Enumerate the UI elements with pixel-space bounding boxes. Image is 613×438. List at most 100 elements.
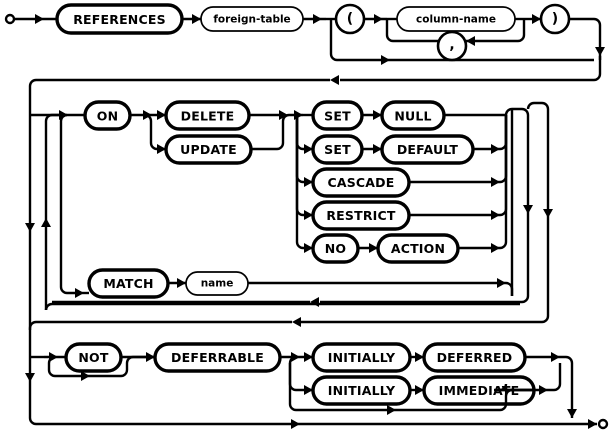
node-label: UPDATE bbox=[180, 142, 237, 157]
end-marker-icon bbox=[597, 418, 609, 430]
arrow-icon bbox=[330, 75, 339, 85]
node-label: DEFAULT bbox=[397, 142, 459, 157]
rail-row2-to-row3-left bbox=[28, 320, 292, 336]
node-label: name bbox=[201, 278, 234, 290]
node-label: column-name bbox=[416, 14, 496, 26]
node-not[interactable]: NOT bbox=[64, 342, 123, 373]
arrow-icon bbox=[491, 177, 500, 187]
arrow-icon bbox=[291, 419, 300, 429]
node-no[interactable]: NO bbox=[311, 233, 360, 264]
node-cascade[interactable]: CASCADE bbox=[311, 167, 411, 198]
node-foreign-table[interactable]: foreign-table bbox=[200, 6, 304, 32]
node-label: DEFERRED bbox=[437, 350, 513, 365]
node-deferrable[interactable]: DEFERRABLE bbox=[153, 342, 282, 373]
node-default[interactable]: DEFAULT bbox=[380, 134, 475, 165]
arrow-icon bbox=[310, 297, 319, 307]
node-action[interactable]: ACTION bbox=[376, 233, 460, 264]
node-references[interactable]: REFERENCES bbox=[55, 3, 184, 35]
rail-row1-right-down bbox=[569, 17, 602, 60]
node-restrict[interactable]: RESTRICT bbox=[311, 200, 411, 231]
rail-action-out bbox=[458, 115, 508, 250]
node-comma[interactable]: , bbox=[436, 30, 468, 62]
arrow-icon bbox=[294, 110, 303, 120]
rail-initially2-in bbox=[288, 355, 313, 392]
node-delete[interactable]: DELETE bbox=[164, 100, 251, 131]
rail-deferrable-right-down bbox=[565, 355, 574, 418]
node-label: REFERENCES bbox=[73, 12, 166, 27]
node-column-name[interactable]: column-name bbox=[396, 6, 516, 32]
arrow-icon bbox=[532, 14, 541, 24]
rail-on-clause-out-right bbox=[504, 107, 530, 296]
node-name[interactable]: name bbox=[185, 271, 249, 296]
arrow-icon bbox=[25, 373, 35, 382]
arrow-icon bbox=[491, 144, 500, 154]
node-label: , bbox=[449, 37, 454, 53]
node-match[interactable]: MATCH bbox=[87, 268, 170, 299]
arrow-icon bbox=[491, 243, 500, 253]
arrow-icon bbox=[567, 409, 577, 418]
rail-update-out bbox=[251, 113, 303, 151]
node-update[interactable]: UPDATE bbox=[164, 134, 253, 165]
node-label: ACTION bbox=[391, 241, 445, 256]
arrow-icon bbox=[25, 223, 35, 232]
node-right-paren[interactable]: ) bbox=[539, 3, 571, 35]
rail-immediate-merge bbox=[499, 383, 534, 392]
node-label: foreign-table bbox=[213, 14, 290, 26]
arrow-icon bbox=[374, 14, 383, 24]
rail-action-in-4 bbox=[295, 115, 313, 217]
node-label: SET bbox=[324, 109, 351, 124]
row-deferrable: NOT DEFERRABLE INITIALLY bbox=[25, 336, 609, 430]
node-label: RESTRICT bbox=[326, 208, 396, 223]
rail-constraint-right-cap bbox=[526, 101, 550, 110]
node-set-default[interactable]: SET bbox=[311, 134, 364, 165]
rail-timing-bypass-join bbox=[499, 388, 534, 412]
rail-deferrable-bypass bbox=[28, 336, 560, 426]
node-deferred[interactable]: DEFERRED bbox=[422, 342, 527, 373]
node-label: SET bbox=[324, 142, 351, 157]
rail-repeat-up bbox=[44, 113, 61, 310]
arrow-icon bbox=[588, 419, 597, 429]
arrow-icon bbox=[491, 210, 500, 220]
arrow-icon bbox=[497, 278, 506, 288]
rail-repeat-bottom bbox=[44, 302, 520, 311]
node-left-paren[interactable]: ( bbox=[334, 3, 366, 35]
node-on[interactable]: ON bbox=[83, 100, 132, 131]
arrow-icon bbox=[523, 205, 533, 214]
node-label: ON bbox=[97, 109, 119, 124]
node-set-null[interactable]: SET bbox=[311, 100, 364, 131]
arrow-icon bbox=[41, 218, 51, 227]
rail-row1-to-row2 bbox=[340, 56, 602, 82]
node-label: DELETE bbox=[181, 109, 235, 124]
node-label: INITIALLY bbox=[328, 383, 396, 398]
row-constraint-actions: ON DELETE UPDATE bbox=[25, 100, 553, 336]
rail-column-list-bypass bbox=[329, 19, 566, 62]
arrow-icon bbox=[192, 14, 201, 24]
node-label: CASCADE bbox=[327, 175, 394, 190]
rail-loop-left-up bbox=[385, 19, 438, 43]
node-label: IMMEDIATE bbox=[439, 383, 520, 398]
node-label: NOT bbox=[78, 350, 108, 365]
rail-loop-right-down bbox=[466, 19, 526, 43]
arrow-icon bbox=[551, 352, 560, 362]
arrow-icon bbox=[595, 47, 605, 56]
arrow-icon bbox=[381, 55, 390, 65]
node-label: DEFERRABLE bbox=[171, 350, 264, 365]
rail-default-out bbox=[473, 115, 508, 151]
node-label: ( bbox=[347, 11, 353, 27]
rail-row2-entry-left bbox=[28, 78, 330, 111]
node-label: NO bbox=[325, 241, 347, 256]
arrow-icon bbox=[177, 278, 186, 288]
rail-timing-bypass bbox=[288, 363, 500, 412]
node-initially-immediate-kw[interactable]: INITIALLY bbox=[311, 375, 412, 406]
node-initially-deferred-kw[interactable]: INITIALLY bbox=[311, 342, 412, 373]
rail-name-out bbox=[248, 281, 514, 296]
rail-immediate-join-up bbox=[534, 363, 562, 392]
node-label: ) bbox=[552, 11, 558, 27]
node-label: INITIALLY bbox=[328, 350, 396, 365]
rail-group-branch-to-match bbox=[59, 113, 75, 295]
rail-action-in-5 bbox=[295, 115, 313, 250]
node-null[interactable]: NULL bbox=[380, 100, 446, 131]
row-references: REFERENCES foreign-table ( bbox=[4, 3, 605, 111]
